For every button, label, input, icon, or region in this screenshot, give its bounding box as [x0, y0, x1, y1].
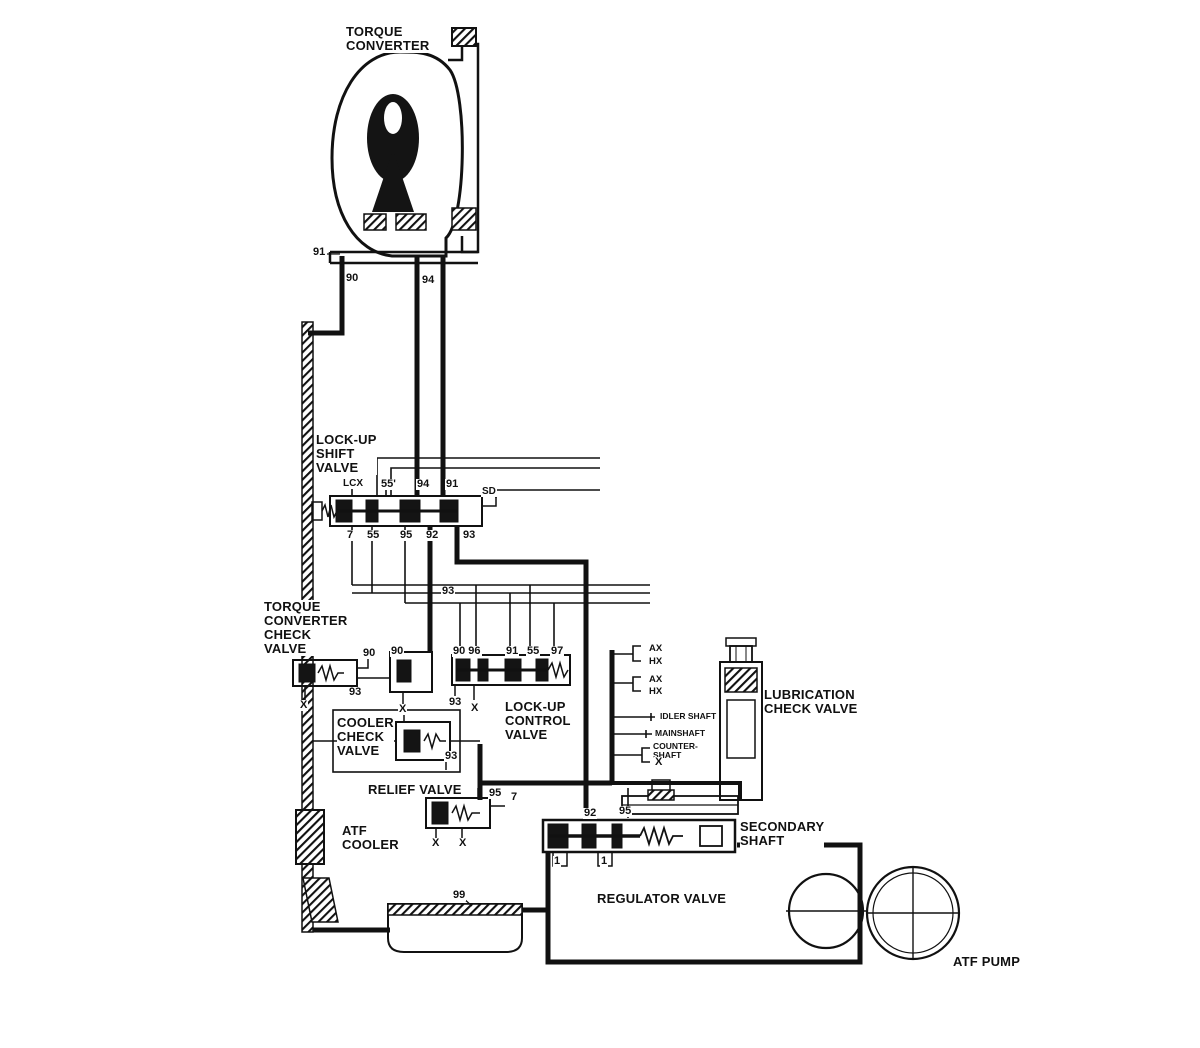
line-label-99-pan: 99 — [452, 889, 467, 901]
idler-shaft-label: IDLER SHAFT — [660, 711, 717, 722]
torque-converter-drawing — [327, 27, 480, 265]
port-label-55-control: 55 — [526, 645, 541, 657]
hydraulic-lines-thick — [308, 256, 863, 965]
port-label-7-relief: 7 — [510, 791, 519, 803]
port-label-90-checkvalve: 90 — [362, 647, 377, 659]
mainshaft-label: MAINSHAFT — [655, 728, 706, 739]
port-label-94-shift: 94 — [416, 478, 431, 490]
port-label-1b-regulator: 1 — [600, 855, 609, 867]
drain-label-x-smallvalve: X — [398, 703, 408, 715]
drain-label-x-countershaft: X — [654, 756, 664, 768]
relief-valve-drawing — [425, 788, 505, 840]
port-label-90-converter: 90 — [345, 272, 360, 284]
port-label-7-shift: 7 — [346, 529, 355, 541]
torque-converter-label: TORQUE CONVERTER — [346, 24, 430, 53]
lubrication-check-valve-drawing — [719, 637, 763, 801]
torque-converter-check-valve-label: TORQUE CONVERTER CHECK VALVE — [264, 599, 348, 656]
hatched-fitting — [302, 877, 339, 923]
port-label-95-shift: 95 — [399, 529, 414, 541]
atf-pump-label: ATF PUMP — [953, 954, 1021, 969]
lockup-shift-valve-label: LOCK-UP SHIFT VALVE — [316, 432, 377, 475]
port-label-93-control: 93 — [448, 696, 463, 708]
lubrication-branches — [612, 645, 655, 763]
branch-label-hx1: HX — [649, 656, 663, 668]
drain-label-x1-relief: X — [431, 837, 441, 849]
secondary-shaft-drawing — [621, 779, 739, 815]
cooler-check-valve-label: COOLER CHECK VALVE — [337, 715, 394, 758]
port-label-92-shift: 92 — [425, 529, 440, 541]
lockup-control-valve-label: LOCK-UP CONTROL VALVE — [505, 699, 571, 742]
lockup-shift-valve-drawing — [311, 492, 497, 527]
port-label-sd: SD — [481, 486, 497, 497]
port-label-97-control: 97 — [550, 645, 565, 657]
lubrication-check-valve-label: LUBRICATION CHECK VALVE — [764, 687, 858, 716]
drain-label-x2-relief: X — [458, 837, 468, 849]
drain-label-x-control: X — [470, 702, 480, 714]
port-label-95-relief: 95 — [488, 787, 503, 799]
line-label-93: 93 — [441, 585, 456, 597]
port-label-95-regulator: 95 — [618, 805, 633, 817]
port-label-55prime: 55' — [380, 478, 397, 490]
port-label-91-converter: 91 — [312, 246, 327, 258]
port-label-lcx: LCX — [342, 478, 364, 489]
relief-valve-label: RELIEF VALVE — [368, 782, 462, 797]
port-label-9096-control: 90 96 — [452, 645, 482, 657]
atf-pump-drawing — [786, 865, 961, 961]
branch-label-hx2: HX — [649, 686, 663, 698]
port-label-94-converter: 94 — [421, 274, 436, 286]
lockup-control-valve-drawing — [451, 654, 571, 700]
atf-cooler-label: ATF COOLER — [342, 823, 399, 852]
port-label-90-smallvalve: 90 — [390, 645, 405, 657]
port-label-91-control: 91 — [505, 645, 520, 657]
counter-shaft-label: COUNTER- SHAFT — [653, 741, 698, 761]
branch-label-ax1: AX — [649, 643, 663, 655]
port-label-93-checkvalve: 93 — [348, 686, 363, 698]
port-label-93-cooler-check: 93 — [444, 750, 459, 762]
secondary-shaft-label: SECONDARY SHAFT — [740, 819, 825, 848]
cooler-check-valve-drawing — [332, 709, 461, 773]
oil-pan-drawing — [387, 897, 523, 953]
port-label-91-shift: 91 — [445, 478, 460, 490]
regulator-valve-label: REGULATOR VALVE — [597, 891, 727, 906]
port-label-92-regulator: 92 — [583, 807, 598, 819]
atf-cooler-drawing — [295, 809, 325, 865]
drain-label-x-checkvalve: X — [299, 699, 309, 711]
regulator-valve-drawing — [541, 812, 737, 867]
torque-converter-check-valve-drawing — [292, 656, 390, 700]
port-label-93-shift: 93 — [462, 529, 477, 541]
port-label-1a-regulator: 1 — [553, 855, 562, 867]
port-label-55-shift: 55 — [366, 529, 381, 541]
branch-label-ax2: AX — [649, 674, 663, 686]
check-valve-90-drawing — [389, 651, 433, 704]
